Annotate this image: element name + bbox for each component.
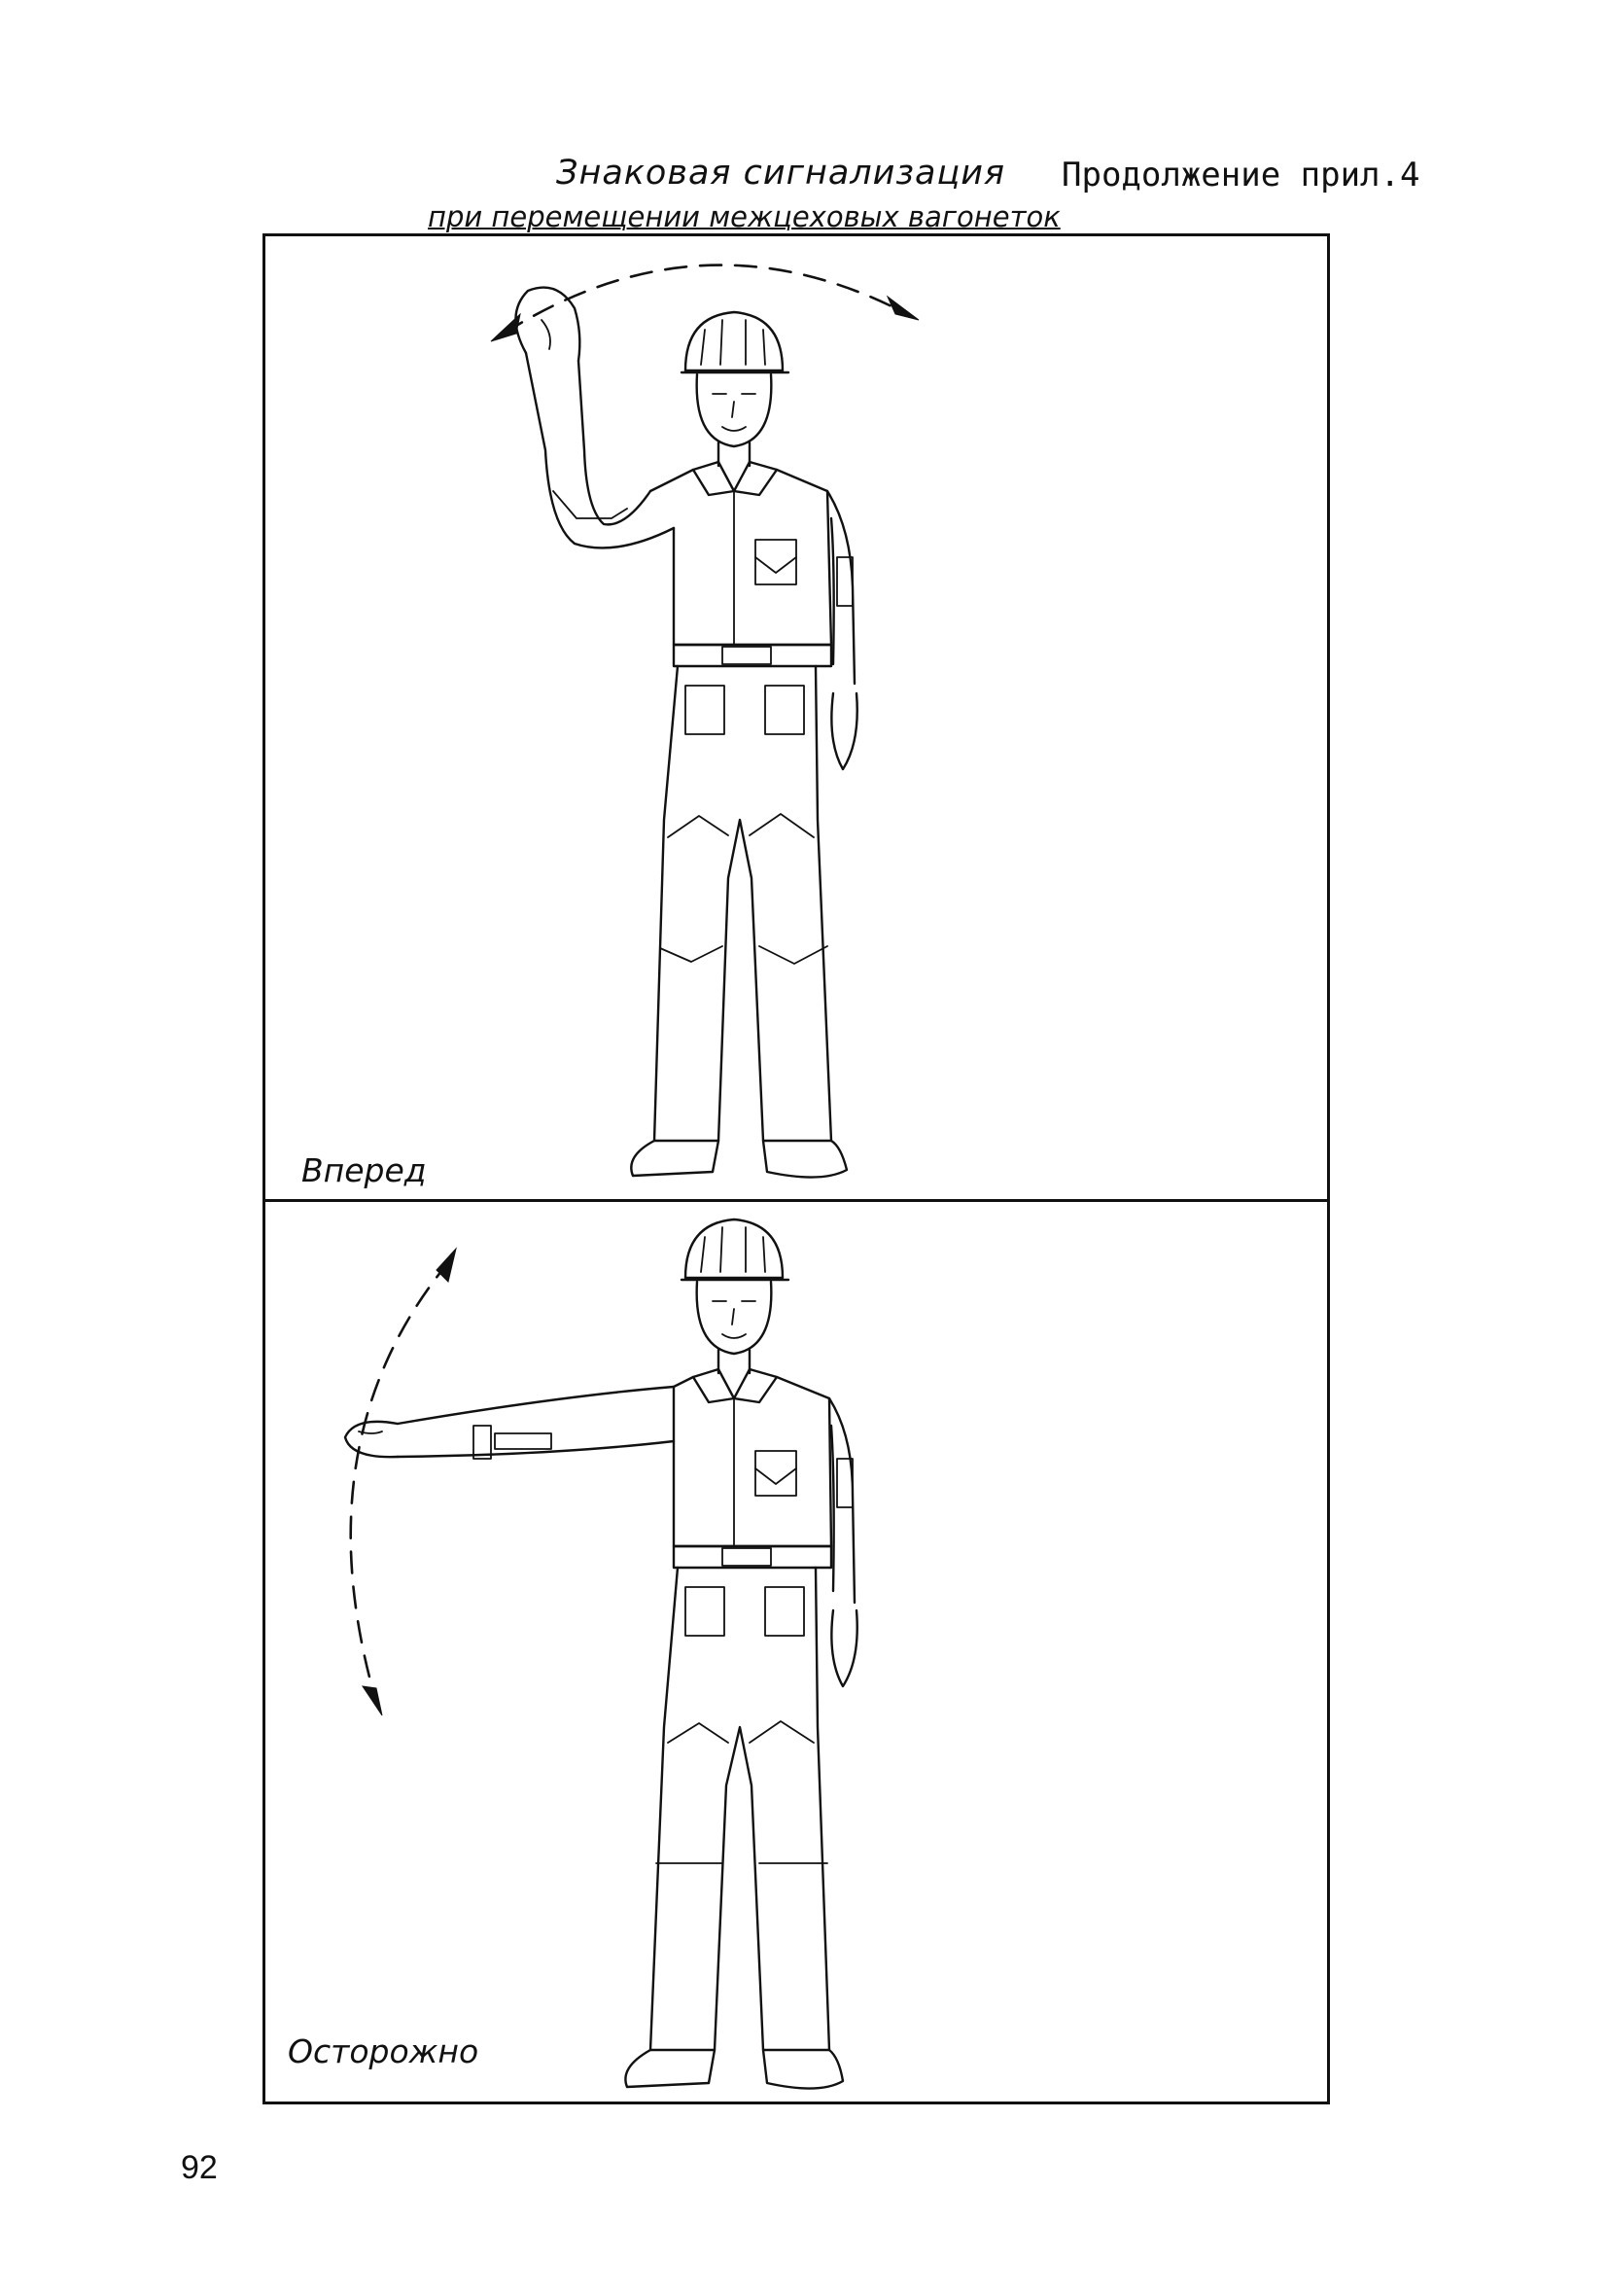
caption-caution: Осторожно [288, 2032, 479, 2070]
collar [691, 1367, 779, 1404]
belt [672, 1544, 833, 1570]
continuation-label: Продолжение прил.4 [1062, 156, 1420, 194]
extended-hand [343, 1420, 400, 1459]
arrow-up-icon [436, 1247, 457, 1283]
arrow-left-icon [490, 312, 521, 342]
motion-arc [349, 1258, 452, 1690]
panel-forward [265, 236, 1327, 1199]
illustration-frame [262, 233, 1330, 2104]
arrow-right-icon [886, 295, 920, 321]
raised-arm [524, 351, 676, 549]
lowered-hand [830, 691, 858, 771]
caption-forward: Вперед [301, 1151, 427, 1189]
raised-hand [514, 286, 581, 363]
shoe-left [630, 1139, 720, 1178]
lowered-arm [827, 1396, 856, 1605]
helmet [683, 310, 785, 372]
helmet [683, 1218, 785, 1280]
torso [648, 468, 833, 647]
page-number: 92 [181, 2149, 218, 2186]
hip-pocket-left [684, 685, 725, 735]
panel-caution [265, 1202, 1327, 2102]
collar [691, 460, 779, 497]
page-title: Знаковая сигнализация [556, 154, 1006, 193]
shoe-right [761, 1139, 849, 1179]
chest-pocket [754, 539, 797, 585]
legs [648, 1566, 831, 2052]
belt [672, 643, 833, 668]
head [695, 372, 773, 448]
shoe-right [761, 2048, 845, 2090]
page-subtitle: при перемещении межцеховых вагонеток [428, 200, 1061, 233]
legs [652, 664, 833, 1143]
hip-pocket-right [764, 1586, 805, 1637]
arrow-down-icon [361, 1685, 383, 1716]
panel-divider [262, 1199, 1330, 1202]
extended-arm [396, 1385, 676, 1459]
shoe-left [624, 2048, 717, 2089]
hip-pocket-left [684, 1586, 725, 1637]
worker-caution-illustration [343, 1218, 858, 2090]
worker-forward-illustration [490, 264, 920, 1179]
motion-arc [502, 264, 909, 336]
chest-pocket [754, 1450, 797, 1497]
lowered-hand [830, 1608, 858, 1688]
head [695, 1280, 773, 1356]
hip-pocket-right [764, 685, 805, 735]
